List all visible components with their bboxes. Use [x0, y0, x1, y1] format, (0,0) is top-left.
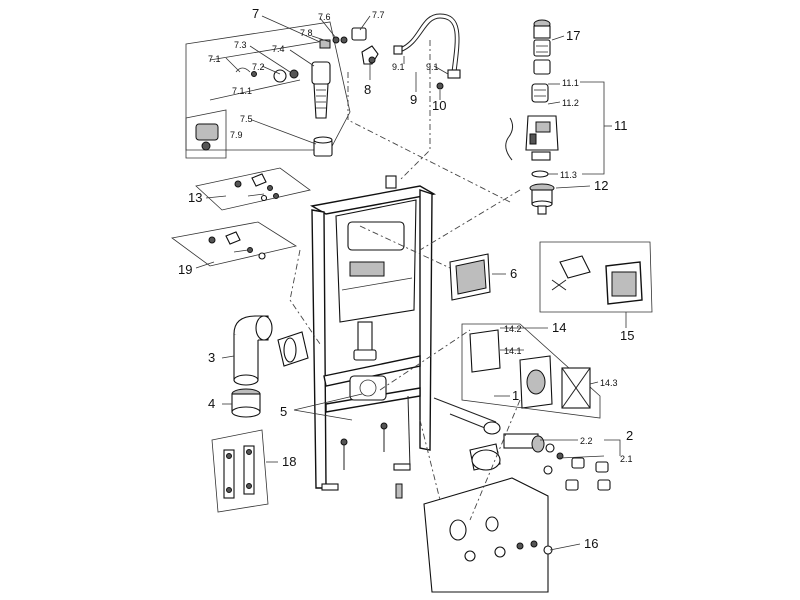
- label-7-6: 7.6: [318, 12, 331, 22]
- label-12: 12: [594, 178, 608, 193]
- label-14: 14: [552, 320, 566, 335]
- label-7-1: 7.1: [208, 54, 221, 64]
- label-3: 3: [208, 350, 215, 365]
- part-3-elbow-pipe: [233, 315, 309, 386]
- label-9-1a: 9.1: [392, 62, 405, 72]
- part-4-pipe-coupling: [231, 388, 261, 418]
- dashed-guide-lines: [289, 40, 521, 521]
- flush-valve-parts: [505, 19, 559, 215]
- mounting-kit-19: [171, 221, 298, 267]
- label-18: 18: [282, 454, 296, 469]
- label-7-2: 7.2: [252, 62, 265, 72]
- fill-valve-kit-7: [185, 21, 367, 159]
- part-1-bolts: [433, 397, 501, 435]
- brackets-kit-18: [211, 429, 269, 513]
- label-5: 5: [280, 404, 287, 419]
- label-11-2: 11.2: [562, 98, 579, 108]
- label-14-3: 14.3: [600, 378, 618, 388]
- part-8-valve-connector: [361, 45, 379, 65]
- part-14-flush-plate-kit: [461, 323, 601, 419]
- part-10-screw: [436, 82, 444, 90]
- label-13: 13: [188, 190, 202, 205]
- label-7-4: 7.4: [272, 44, 285, 54]
- label-7: 7: [252, 6, 259, 21]
- part-16-soundproof-mat: [423, 477, 553, 593]
- label-11-3: 11.3: [560, 170, 577, 180]
- label-7-9: 7.9: [230, 130, 243, 140]
- part-labels: 7 7.6 7.7 7.8 7.3 7.4 7.1 7.2 7.1.1 7.5 …: [178, 6, 634, 551]
- label-7-8: 7.8: [300, 28, 313, 38]
- label-7-5: 7.5: [240, 114, 253, 124]
- part-2-pan-connector: [469, 433, 611, 491]
- part-6-access-frame: [449, 253, 491, 301]
- label-11: 11: [614, 118, 628, 133]
- label-2: 2: [626, 428, 633, 443]
- installation-frame: [309, 175, 437, 499]
- part-15-actuator-kit: [539, 241, 653, 313]
- label-7-1-1: 7.1.1: [232, 86, 252, 96]
- label-8: 8: [364, 82, 371, 97]
- label-11-1: 11.1: [562, 78, 579, 88]
- label-15: 15: [620, 328, 634, 343]
- part-9-flex-hose: [393, 13, 461, 79]
- label-9: 9: [410, 92, 417, 107]
- label-2-1: 2.1: [620, 454, 633, 464]
- label-7-3: 7.3: [234, 40, 247, 50]
- label-14-2: 14.2: [504, 324, 522, 334]
- mounting-kit-13: [195, 167, 311, 211]
- leader-lines: [195, 15, 627, 551]
- label-17: 17: [566, 28, 580, 43]
- label-4: 4: [208, 396, 215, 411]
- label-7-7: 7.7: [372, 10, 385, 20]
- label-19: 19: [178, 262, 192, 277]
- label-9-1b: 9.1: [426, 62, 439, 72]
- label-16: 16: [584, 536, 598, 551]
- label-14-1: 14.1: [504, 346, 522, 356]
- label-2-2: 2.2: [580, 436, 593, 446]
- label-6: 6: [510, 266, 517, 281]
- label-1: 1: [512, 388, 519, 403]
- label-10: 10: [432, 98, 446, 113]
